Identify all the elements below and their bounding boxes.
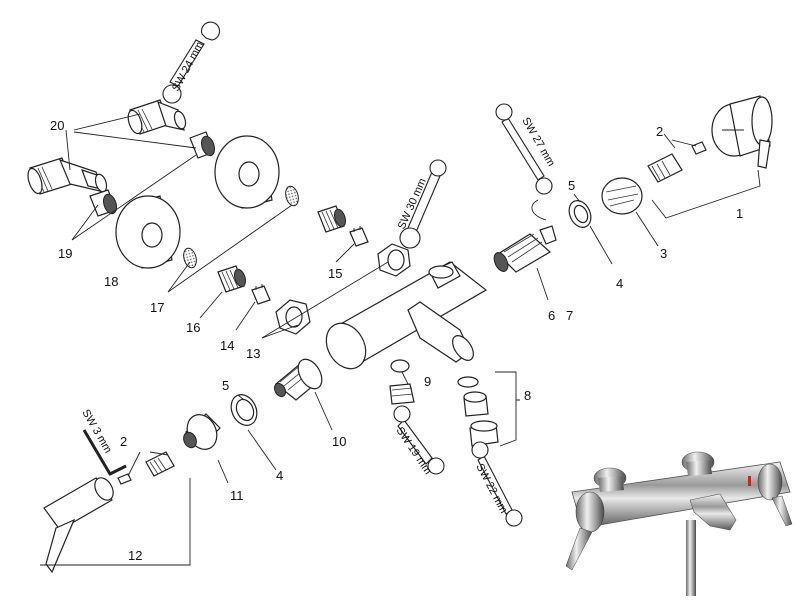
screw-right [691, 141, 707, 155]
callout-13: 13 [246, 346, 260, 361]
label-sw24: SW 24 mm [170, 40, 206, 94]
gasket-8 [457, 376, 479, 388]
product-photo [560, 451, 796, 596]
connector-left-lower [27, 157, 108, 195]
cover-rosette-lower [115, 195, 181, 269]
handle-left [43, 477, 114, 574]
handle-right [711, 95, 773, 169]
wrench-sw19 [393, 405, 445, 475]
wrench-sw30 [399, 159, 447, 249]
wrench-sw22 [471, 441, 523, 527]
callout-20: 20 [50, 118, 64, 133]
hex-nut-upper [377, 243, 411, 277]
callout-19: 19 [58, 246, 72, 261]
callout-12: 12 [128, 548, 142, 563]
aerator-8a [463, 391, 489, 417]
label-sw27: SW 27 mm [519, 116, 557, 169]
wrench-sw24 [162, 21, 221, 104]
callout-4-left: 4 [276, 468, 283, 483]
callout-2-left: 2 [120, 434, 127, 449]
callout-3: 3 [660, 246, 667, 261]
filter-screen-lower [183, 247, 197, 269]
temperature-limiter [183, 413, 221, 450]
callout-15: 15 [328, 266, 342, 281]
nipple-fitting [389, 383, 415, 405]
callout-labels: 1 2 2 3 4 4 5 5 6 7 8 9 10 11 12 13 14 1… [50, 118, 743, 563]
callout-9: 9 [424, 374, 431, 389]
callout-14: 14 [220, 338, 234, 353]
nut-19-lower [89, 189, 117, 217]
aerator-8b [469, 420, 499, 447]
callout-6: 6 [548, 308, 555, 323]
mixer-body [325, 261, 488, 370]
thermostat-cartridge [273, 358, 323, 401]
callout-5-right: 5 [568, 178, 575, 193]
callout-8: 8 [524, 388, 531, 403]
hex-nut-lower [275, 299, 311, 335]
hex-key-sw3 [82, 429, 127, 476]
bush-right [647, 153, 683, 183]
callout-11: 11 [230, 488, 244, 503]
filter-screen-upper [285, 185, 299, 207]
bush-left [145, 451, 175, 477]
cover-rosette-upper [214, 135, 280, 209]
adapter [601, 177, 643, 215]
callout-1: 1 [736, 206, 743, 221]
clip-upper [349, 226, 369, 247]
callout-17: 17 [150, 300, 164, 315]
ring-nut-right [568, 200, 592, 228]
callout-4-right: 4 [616, 276, 623, 291]
callout-10: 10 [332, 434, 346, 449]
callout-16: 16 [186, 320, 200, 335]
wrench-sw27 [495, 103, 553, 195]
connector-left-upper [127, 99, 187, 135]
screw-left [117, 473, 132, 485]
nut-19-upper [189, 131, 215, 159]
ring-nut-left [230, 394, 258, 426]
callout-5-left: 5 [222, 378, 229, 393]
shut-off-cartridge [493, 225, 557, 273]
clip-lower [251, 284, 271, 305]
callout-7: 7 [566, 308, 573, 323]
leader-lines [40, 113, 761, 566]
check-valve-lower [217, 265, 247, 293]
check-valve-upper [317, 205, 347, 233]
callout-18: 18 [104, 274, 118, 289]
retaining-clip [531, 199, 547, 221]
seal-ring [390, 359, 410, 373]
callout-2-right: 2 [656, 124, 663, 139]
